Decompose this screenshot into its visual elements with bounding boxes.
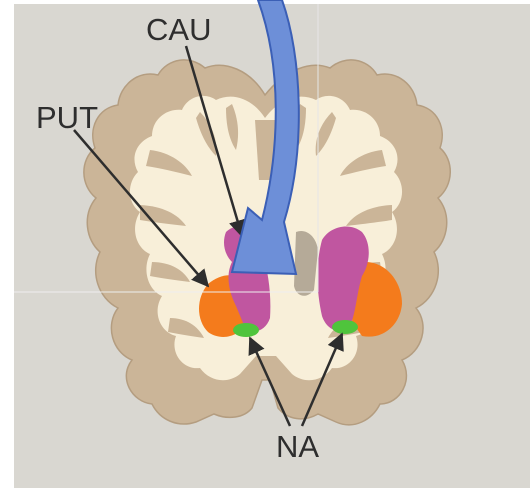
nucleus-accumbens-right (332, 320, 358, 334)
label-na: NA (276, 429, 319, 464)
nucleus-accumbens-left (233, 323, 259, 337)
label-put: PUT (36, 100, 98, 135)
label-cau: CAU (146, 12, 211, 47)
